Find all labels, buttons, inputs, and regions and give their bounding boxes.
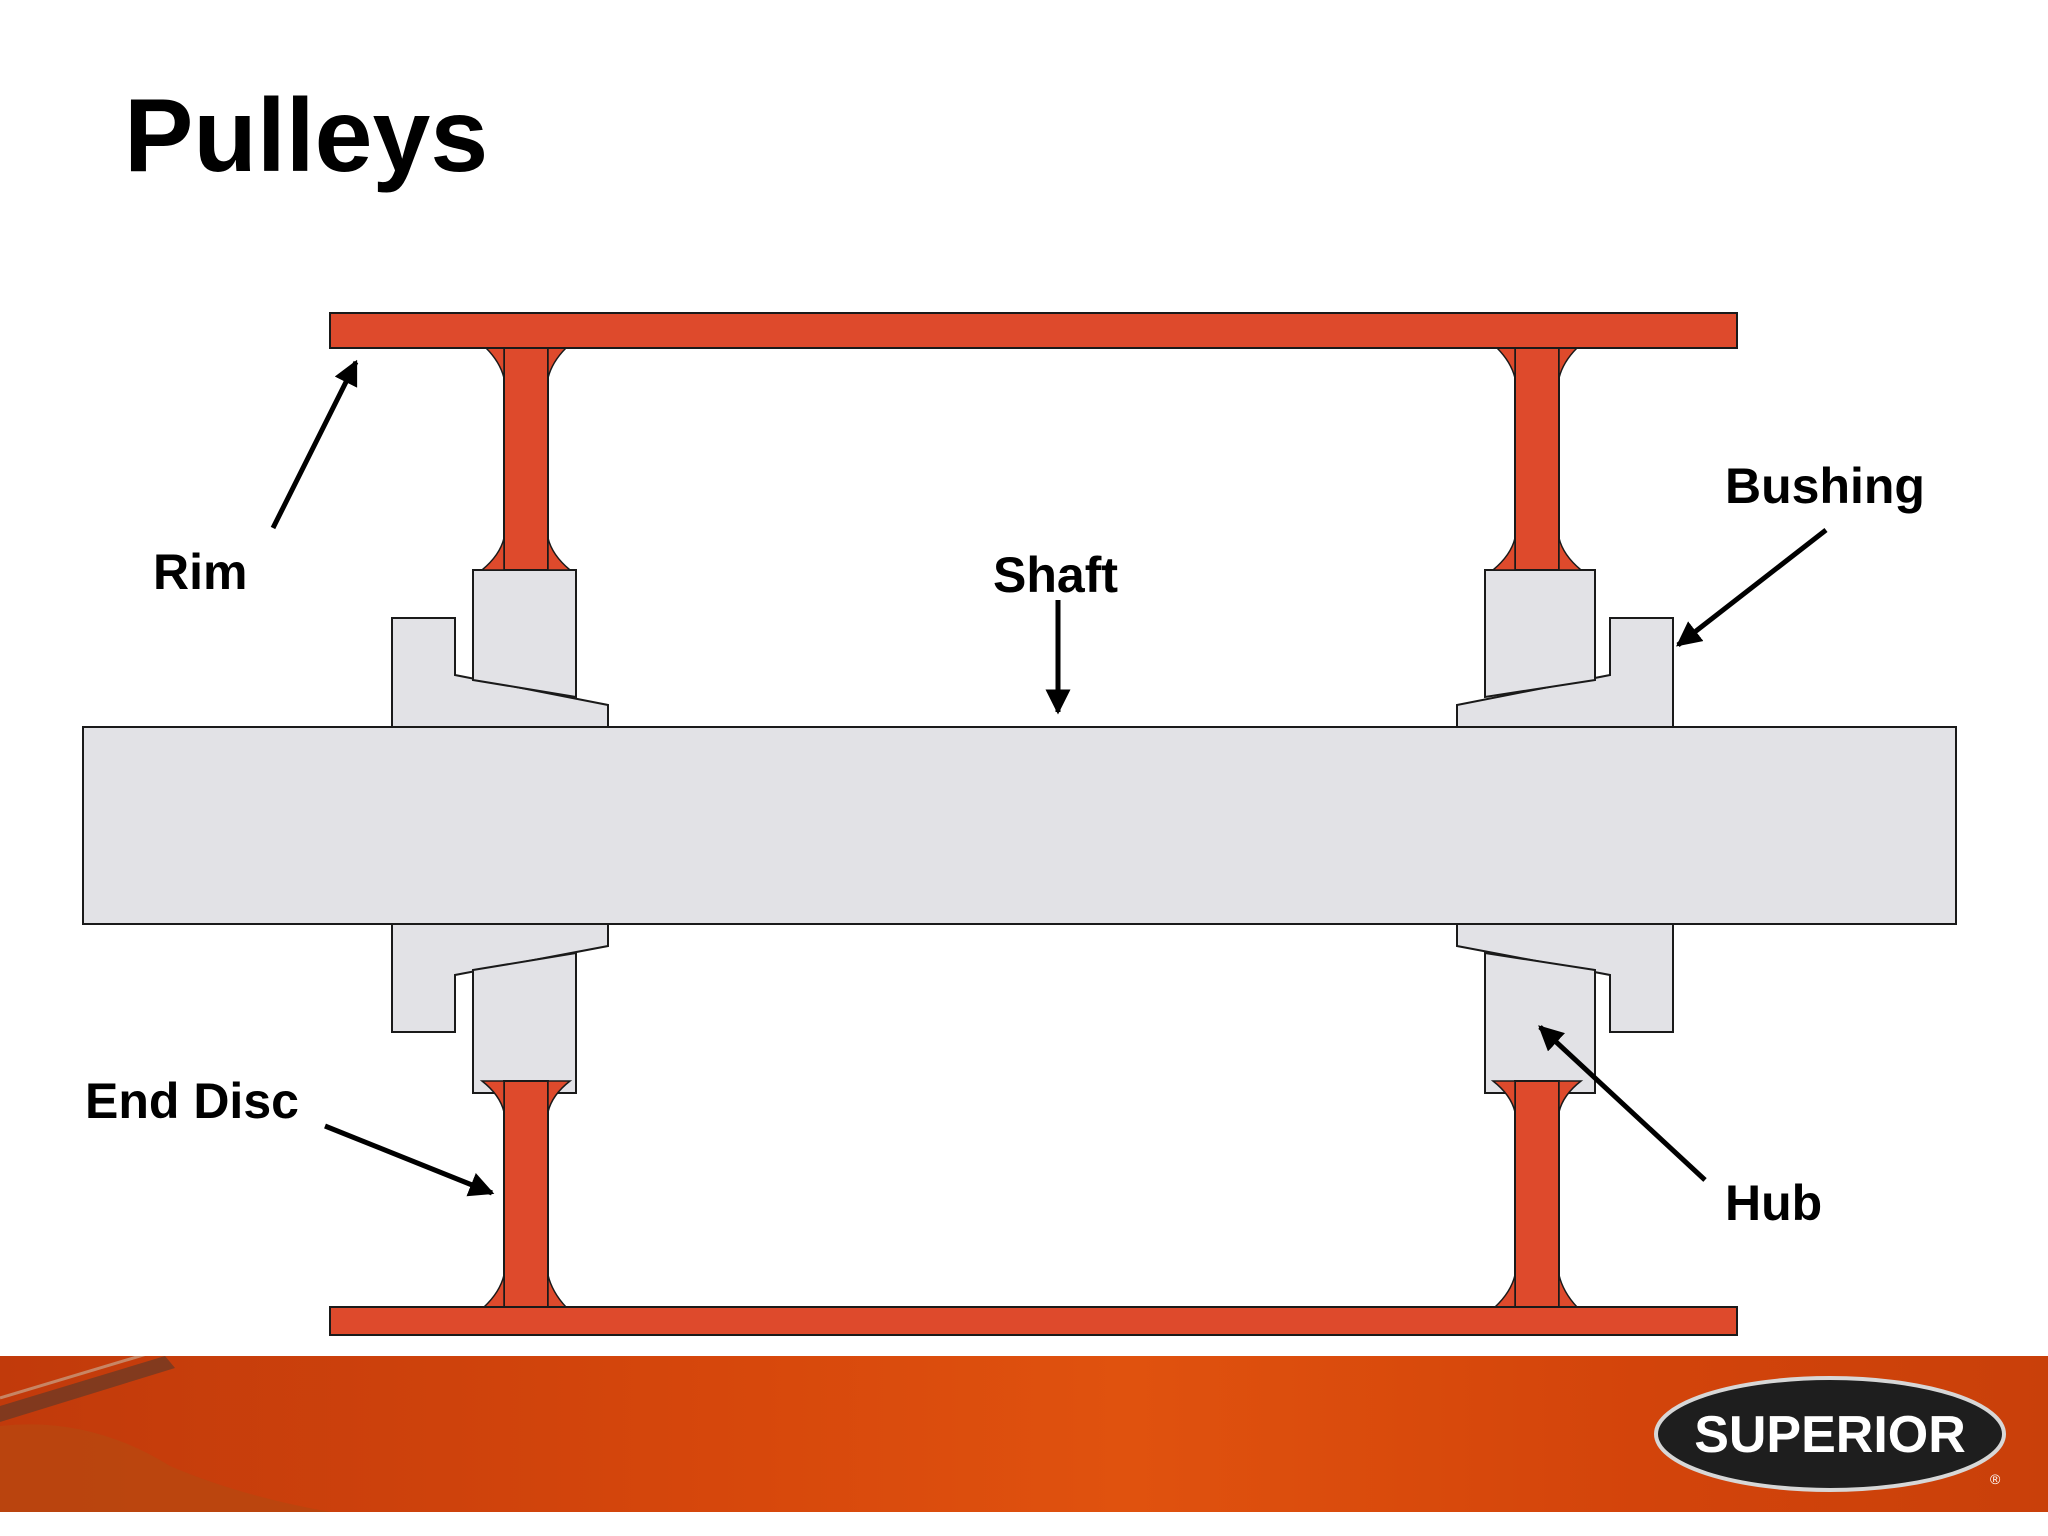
hub-left-bottom bbox=[472, 951, 577, 1094]
bushing-arrow bbox=[1676, 528, 1828, 647]
hub-right-top bbox=[1484, 569, 1596, 699]
hub-label: Hub bbox=[1725, 1175, 1822, 1231]
superior-logo: SUPERIOR ® bbox=[1654, 1376, 2006, 1492]
slide-title: Pulleys bbox=[124, 78, 489, 194]
bushing-label: Bushing bbox=[1725, 458, 1925, 514]
end-disc-label: End Disc bbox=[85, 1073, 299, 1129]
end-disc-arrow bbox=[324, 1123, 495, 1197]
shaft bbox=[82, 726, 1957, 925]
stockpile-image bbox=[0, 1424, 330, 1512]
bushing-left-bottom bbox=[391, 923, 609, 1033]
footer-strip bbox=[0, 1512, 2048, 1536]
weld-fillets bbox=[479, 347, 1584, 1308]
rim-bottom bbox=[329, 1306, 1738, 1336]
rim-label: Rim bbox=[153, 544, 247, 600]
hub-arrow bbox=[1538, 1025, 1707, 1182]
shaft-label: Shaft bbox=[993, 547, 1118, 603]
rim-arrow bbox=[270, 359, 359, 530]
end-disc-right-top bbox=[1514, 347, 1560, 571]
logo-text: SUPERIOR bbox=[1694, 1406, 1966, 1464]
bushing-right-top bbox=[1456, 617, 1674, 728]
logo-registered-mark: ® bbox=[1990, 1471, 2001, 1487]
hub-left-top bbox=[472, 569, 577, 699]
bushing-right-bottom bbox=[1456, 923, 1674, 1033]
footer-band: SUPERIOR ® bbox=[0, 1356, 2048, 1512]
end-disc-left-bottom bbox=[503, 1080, 549, 1308]
conveyor-image bbox=[0, 1356, 175, 1422]
end-disc-right-bottom bbox=[1514, 1080, 1560, 1308]
rim-top bbox=[329, 312, 1738, 349]
hub-right-bottom bbox=[1484, 951, 1596, 1094]
end-disc-left-top bbox=[503, 347, 549, 571]
bushing-left-top bbox=[391, 617, 609, 728]
